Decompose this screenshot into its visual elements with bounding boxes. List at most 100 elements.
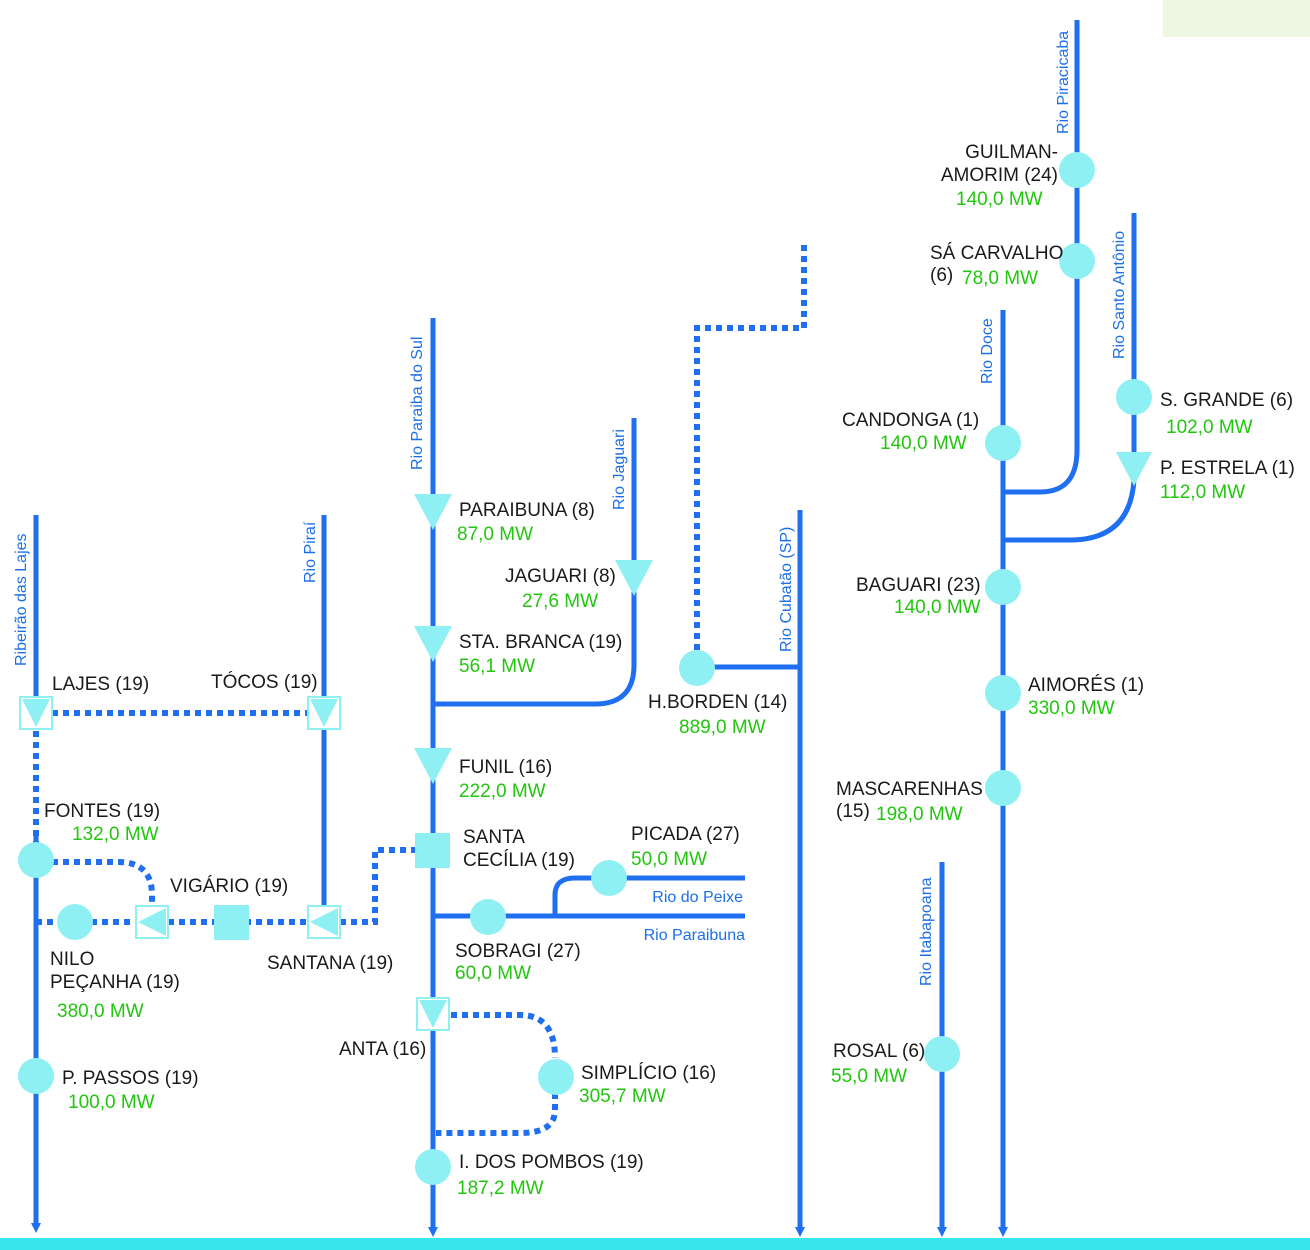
aimores-power: 330,0 MW [1028, 698, 1115, 719]
plant-labels: GUILMAN- AMORIM (24) 140,0 MW SÁ CARVALH… [44, 142, 1295, 1199]
picada-power: 50,0 MW [631, 849, 707, 870]
i-pombos-node [415, 1149, 451, 1185]
paraibuna-name: PARAIBUNA (8) [459, 500, 595, 521]
aimores-node [985, 675, 1021, 711]
funil-name: FUNIL (16) [459, 757, 552, 778]
river-label-doce: Rio Doce [979, 318, 996, 384]
rosal-power: 55,0 MW [831, 1066, 907, 1087]
guilman-name-2: AMORIM (24) [941, 165, 1058, 186]
conduit-fontes-vigario [52, 859, 155, 905]
river-label-pirai: Rio Piraí [302, 521, 319, 583]
conduit-santana-cecilia [340, 847, 415, 925]
anta-name: ANTA (16) [339, 1039, 426, 1060]
baguari-power: 140,0 MW [894, 597, 981, 618]
santa-cecilia-name-1: SANTA [463, 827, 525, 848]
river-labels: Ribeirão das Lajes Rio Piraí Rio Paraiba… [13, 31, 1128, 986]
jaguari-node [615, 560, 653, 596]
s-grande-name: S. GRANDE (6) [1160, 390, 1293, 411]
candonga-power: 140,0 MW [880, 433, 967, 454]
sobragi-power: 60,0 MW [455, 963, 531, 984]
jaguari-line [433, 418, 637, 707]
santa-cecilia-node [415, 833, 450, 868]
fontes-power: 132,0 MW [72, 824, 159, 845]
conduit-simplicio-return [436, 1093, 558, 1136]
picada-name: PICADA (27) [631, 824, 740, 845]
tocos-name: TÓCOS (19) [211, 671, 318, 693]
candonga-node [985, 425, 1021, 461]
sta-branca-node [414, 626, 452, 662]
simplicio-name: SIMPLÍCIO (16) [581, 1063, 716, 1084]
piracicaba-junction [1003, 449, 1080, 495]
lajes-name: LAJES (19) [52, 674, 149, 695]
river-label-peixe: Rio do Peixe [652, 889, 743, 906]
p-passos-power: 100,0 MW [68, 1092, 155, 1113]
jaguari-power: 27,6 MW [522, 591, 598, 612]
santa-cecilia-name-2: CECÍLIA (19) [463, 850, 575, 871]
nilo-name-1: NILO [50, 949, 94, 970]
sa-carvalho-power: 78,0 MW [962, 268, 1038, 289]
corner-panel [1163, 0, 1310, 37]
river-label-itabapoana: Rio Itabapoana [918, 877, 935, 986]
funil-node [414, 748, 452, 784]
plant-nodes [18, 152, 1152, 1185]
vigario-node [214, 905, 249, 940]
mascarenhas-node [985, 770, 1021, 806]
sta-branca-name: STA. BRANCA (19) [459, 632, 622, 653]
h-borden-node [679, 650, 715, 686]
santo-antonio-junction [1003, 479, 1137, 543]
peixe-branch [552, 875, 745, 916]
mascarenhas-name: MASCARENHAS [836, 779, 983, 800]
p-estrela-node [1116, 452, 1152, 486]
nilo-power: 380,0 MW [57, 1001, 144, 1022]
santana-name: SANTANA (19) [267, 953, 393, 974]
vigario-pump-station [135, 905, 169, 939]
p-estrela-power: 112,0 MW [1160, 482, 1245, 503]
vigario-name: VIGÁRIO (19) [170, 876, 288, 897]
i-pombos-power: 187,2 MW [457, 1178, 544, 1199]
jaguari-name: JAGUARI (8) [505, 566, 616, 587]
sa-carvalho-name: SÁ CARVALHO [930, 243, 1063, 264]
s-grande-node [1116, 379, 1152, 415]
river-label-jaguari: Rio Jaguari [611, 429, 628, 510]
simplicio-node [538, 1059, 574, 1095]
p-passos-name: P. PASSOS (19) [62, 1068, 199, 1089]
sta-branca-power: 56,1 MW [459, 656, 535, 677]
s-grande-power: 102,0 MW [1166, 417, 1253, 438]
i-pombos-name: I. DOS POMBOS (19) [459, 1152, 644, 1173]
mascarenhas-code: (15) [836, 801, 870, 822]
guilman-node [1059, 152, 1095, 188]
simplicio-power: 305,7 MW [579, 1086, 666, 1107]
fontes-name: FONTES (19) [44, 801, 160, 822]
conduit-borden-upper [694, 242, 807, 650]
sobragi-node [470, 899, 506, 935]
rosal-node [924, 1036, 960, 1072]
baguari-name: BAGUARI (23) [856, 575, 981, 596]
paraibuna-node [414, 494, 452, 530]
mascarenhas-power: 198,0 MW [876, 804, 963, 825]
dotted-conduits [33, 242, 807, 1136]
lajes-station [19, 696, 53, 730]
river-label-cubatao: Rio Cubatão (SP) [778, 527, 795, 652]
river-label-santo-antonio: Rio Santo Antônio [1111, 231, 1128, 359]
sa-carvalho-node [1059, 243, 1095, 279]
santana-station [307, 905, 341, 939]
tocos-station [307, 696, 341, 730]
fontes-node [18, 842, 54, 878]
baguari-node [985, 569, 1021, 605]
river-label-piracicaba: Rio Piracicaba [1055, 31, 1072, 134]
aimores-name: AIMORÉS (1) [1028, 675, 1144, 696]
p-passos-node [18, 1058, 54, 1094]
p-estrela-name: P. ESTRELA (1) [1160, 458, 1295, 479]
reversible-stations [19, 696, 450, 1031]
sea-band [0, 1238, 1310, 1250]
h-borden-name: H.BORDEN (14) [648, 692, 787, 713]
guilman-power: 140,0 MW [956, 189, 1043, 210]
nilo-node [57, 904, 93, 940]
guilman-name-1: GUILMAN- [965, 142, 1058, 163]
conduit-anta-simplicio [451, 1012, 558, 1059]
picada-node [591, 860, 627, 896]
rosal-name: ROSAL (6) [833, 1041, 925, 1062]
h-borden-power: 889,0 MW [679, 717, 766, 738]
river-label-paraiba-do-sul: Rio Paraiba do Sul [409, 337, 426, 470]
